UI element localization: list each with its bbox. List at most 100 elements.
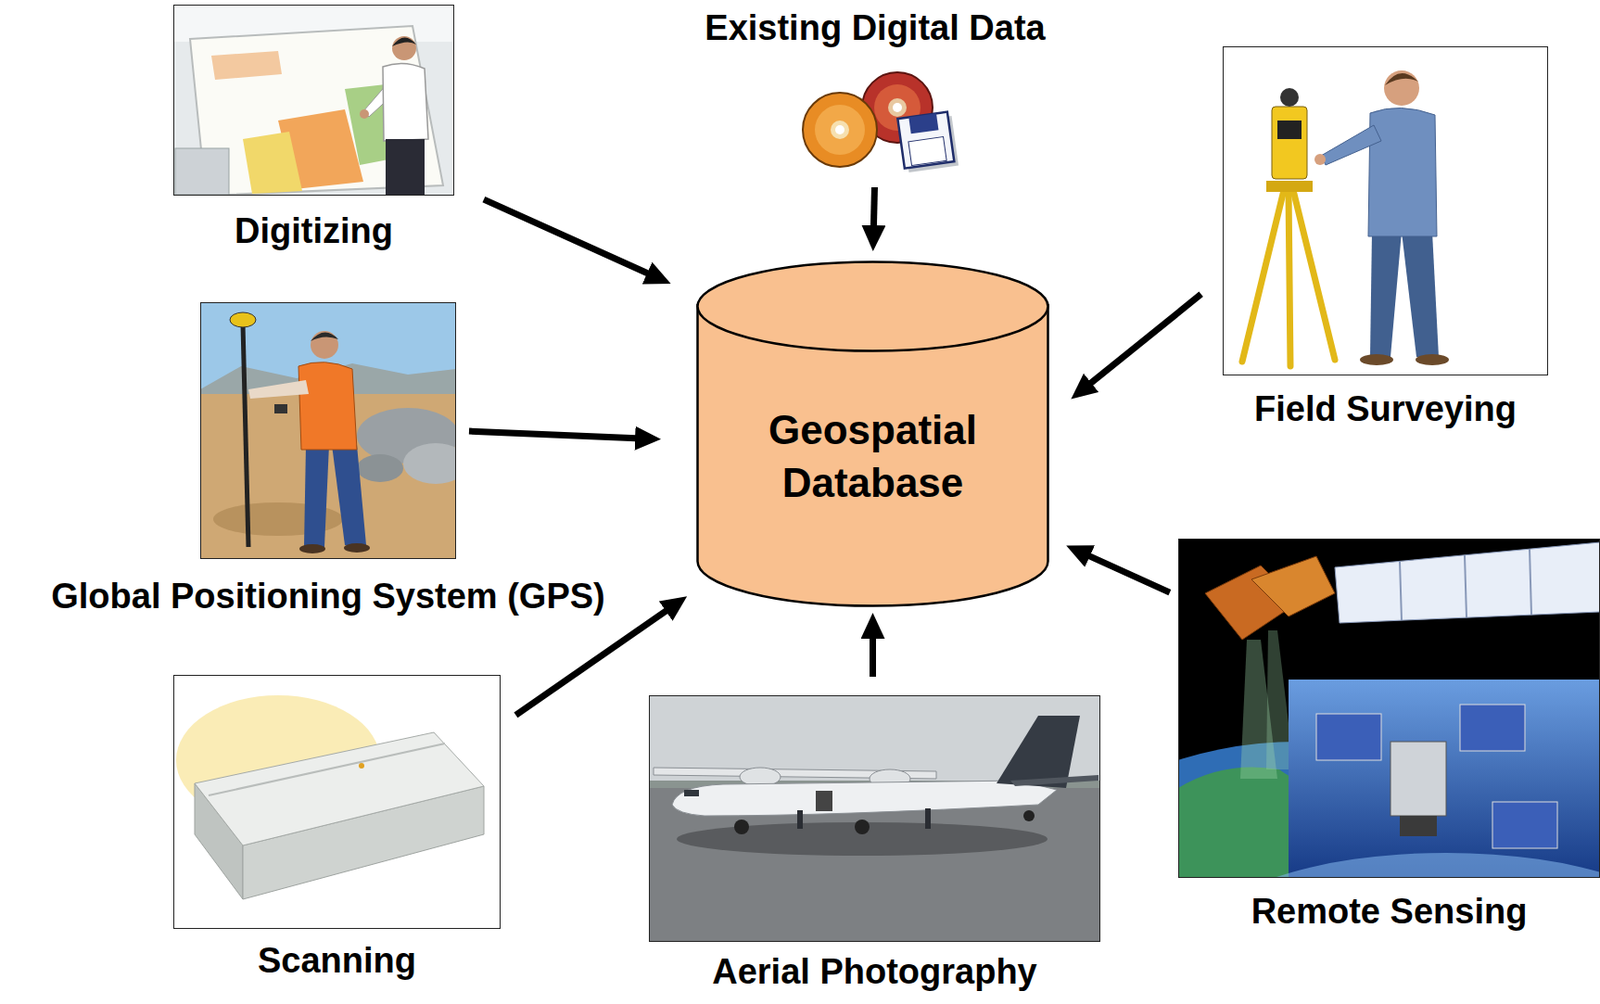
aircraft-illustration-part xyxy=(797,810,803,829)
gps-illustration-part xyxy=(248,380,309,399)
scanner-illustration-part xyxy=(194,732,484,846)
gps-illustration-part xyxy=(299,544,326,554)
digital-media-icon-part xyxy=(830,120,850,140)
field-surveying-illustration-part xyxy=(1266,180,1313,192)
gps-illustration-part xyxy=(310,331,339,342)
field-surveying-illustration-part xyxy=(1293,190,1335,360)
digital-media-icon-part xyxy=(835,125,845,135)
source-box: Digitizing xyxy=(173,4,455,196)
gps-illustration-part xyxy=(331,444,367,546)
gps-illustration-part xyxy=(310,330,339,359)
digitizing-illustration-part xyxy=(242,131,303,194)
field-surveying-illustration-part xyxy=(1359,354,1394,366)
source-box: Global Positioning System (GPS) xyxy=(200,302,457,559)
source-label: Global Positioning System (GPS) xyxy=(50,576,606,618)
field-surveying-illustration-part xyxy=(1314,153,1326,166)
satellite-illustration-part xyxy=(1464,555,1467,618)
source-label: Remote Sensing xyxy=(1251,891,1528,933)
flow-arrow xyxy=(1090,293,1201,383)
source-label: Existing Digital Data xyxy=(704,8,1045,50)
gps-illustration-part xyxy=(403,443,457,484)
satellite-illustration-part xyxy=(1390,741,1447,816)
aircraft-illustration-part xyxy=(1010,774,1099,787)
flow-arrow xyxy=(869,637,877,677)
satellite-illustration-part xyxy=(1205,852,1600,878)
digitizing-illustration-part xyxy=(392,37,417,47)
aircraft-illustration-part xyxy=(648,695,1101,788)
digitizing-illustration-part xyxy=(211,50,282,80)
digitizing-illustration-part xyxy=(359,109,369,119)
digital-media-icon-part xyxy=(888,98,907,117)
field-surveying-illustration-part xyxy=(1370,231,1402,357)
gps-illustration-part xyxy=(229,312,256,328)
field-surveying-illustration-part xyxy=(1384,73,1419,86)
source-label: Scanning xyxy=(257,940,417,982)
satellite-illustration-part xyxy=(1492,801,1558,849)
field-surveying-illustration-part xyxy=(1368,107,1437,237)
gps-illustration-part xyxy=(242,324,249,547)
satellite-illustration-part xyxy=(1316,713,1382,761)
flow-arrow xyxy=(483,199,648,274)
database-cylinder: Geospatial Database xyxy=(696,260,1050,608)
satellite-illustration-part xyxy=(1288,679,1600,878)
digitizing-illustration-part xyxy=(173,4,455,196)
field-surveying-illustration-part xyxy=(1271,106,1308,179)
source-label: Field Surveying xyxy=(1254,389,1517,431)
digitizing-illustration-part xyxy=(392,36,417,61)
gps-illustration-part xyxy=(274,404,288,414)
source-box: Existing Digital Data xyxy=(795,71,955,169)
satellite-illustration-part xyxy=(1399,815,1437,837)
digital-media-icon-part-part xyxy=(908,113,939,134)
field-surveying-illustration-part xyxy=(1288,190,1291,367)
flow-arrow xyxy=(469,431,636,439)
digitizing-illustration-part xyxy=(382,63,429,141)
scanner-illustration-part xyxy=(358,762,365,769)
digital-media-icon-part xyxy=(802,92,877,167)
scanner-illustration-part xyxy=(208,743,445,796)
satellite-illustration-part xyxy=(1251,556,1335,617)
aircraft-illustration xyxy=(648,695,1101,942)
digital-media-icon-part xyxy=(892,102,902,113)
satellite-illustration xyxy=(1178,538,1600,878)
source-label: Digitizing xyxy=(234,211,394,253)
satellite-illustration-part xyxy=(1399,561,1402,621)
source-box: Scanning xyxy=(173,674,501,929)
field-surveying-illustration-part xyxy=(1384,70,1420,106)
digital-media-icon-part-part xyxy=(908,137,947,166)
scanner-illustration xyxy=(173,674,501,929)
gps-illustration xyxy=(200,302,457,559)
aircraft-illustration-part xyxy=(684,789,699,797)
field-surveying-illustration-part xyxy=(1401,231,1439,357)
satellite-illustration-part xyxy=(1460,704,1525,751)
source-label: Aerial Photography xyxy=(711,952,1038,993)
aircraft-illustration-part xyxy=(672,780,1057,816)
satellite-illustration-part xyxy=(1178,538,1600,878)
field-surveying-illustration-part xyxy=(1320,125,1382,166)
flow-arrow xyxy=(1089,556,1170,593)
satellite-illustration-part xyxy=(1529,548,1532,615)
field-surveying-illustration-part xyxy=(1242,190,1284,362)
aircraft-illustration-part xyxy=(815,790,833,812)
source-box: Field Surveying xyxy=(1222,46,1549,376)
digital-media-icon-part xyxy=(814,104,865,155)
gps-illustration-part xyxy=(356,454,404,483)
flow-arrow xyxy=(515,610,667,716)
text-holder: Geospatial Database xyxy=(696,304,1050,608)
cylinder-top xyxy=(698,262,1049,352)
digitizing-illustration-part xyxy=(385,139,425,196)
gps-illustration-part xyxy=(343,543,370,553)
digitizing-illustration xyxy=(173,4,455,196)
source-box: Remote Sensing xyxy=(1178,538,1600,878)
field-surveying-illustration-part xyxy=(1415,354,1449,366)
digital-media-icon xyxy=(802,72,959,174)
field-surveying-illustration xyxy=(1222,46,1549,376)
digital-media-icon-part-part xyxy=(897,112,954,169)
satellite-illustration-part xyxy=(1334,542,1600,623)
aircraft-illustration-part xyxy=(854,819,870,835)
aircraft-illustration-part xyxy=(734,819,750,835)
digital-media-icon-part xyxy=(897,111,959,173)
digitizing-illustration-part xyxy=(175,148,229,195)
gps-illustration-part xyxy=(298,362,357,450)
scanner-illustration-part xyxy=(173,674,501,929)
